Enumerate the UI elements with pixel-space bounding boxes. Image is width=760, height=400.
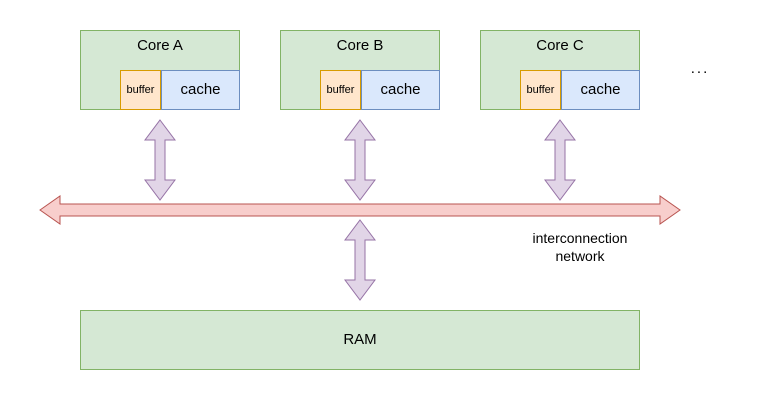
core-b-cache: cache: [361, 70, 440, 110]
ram-box: RAM: [80, 310, 640, 370]
core-c-buffer: buffer: [520, 70, 561, 110]
interconnection-bus-arrow: [39, 195, 681, 225]
more-cores-ellipsis: ...: [690, 60, 710, 77]
core-c-label: Core C: [536, 37, 584, 54]
core-c-link-arrow: [544, 119, 576, 201]
core-c-cache: cache: [561, 70, 640, 110]
core-b-buffer: buffer: [320, 70, 361, 110]
core-a-box: Core A buffer cache: [80, 30, 240, 110]
ram-link-arrow: [344, 219, 376, 301]
core-a-buffer: buffer: [120, 70, 161, 110]
core-b-box: Core B buffer cache: [280, 30, 440, 110]
core-a-link-arrow: [144, 119, 176, 201]
core-b-label: Core B: [336, 37, 384, 54]
core-c-box: Core C buffer cache: [480, 30, 640, 110]
network-label-line2: network: [555, 248, 605, 264]
network-label-line1: interconnection: [532, 230, 628, 246]
core-b-link-arrow: [344, 119, 376, 201]
core-a-label: Core A: [137, 37, 183, 54]
interconnection-network-label: interconnection network: [500, 229, 660, 265]
core-a-cache: cache: [161, 70, 240, 110]
